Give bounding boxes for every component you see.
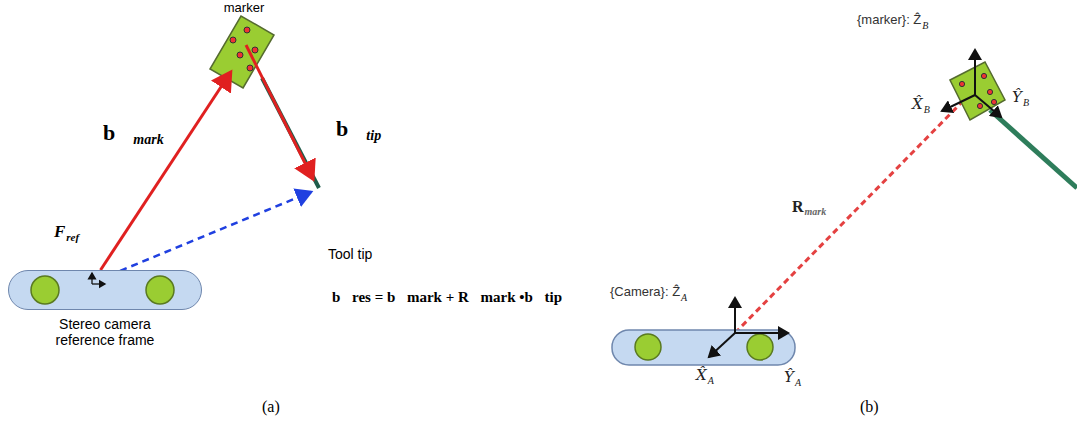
rotation-vector-stroke [735,98,966,333]
camera-axes-stroke [709,333,735,357]
axis-label: X̂ [912,95,923,113]
panel-label: (a) [262,398,280,416]
camera-bar-stroke [747,334,773,360]
equation: b⃗res = b⃗mark + R⃗mark •b⃗tip [332,289,562,306]
result-vector-stroke [98,192,311,280]
camera-axes [709,298,788,357]
marker-body-stroke [991,99,996,104]
camera-bar-box: Stereo camera reference frame [8,270,202,351]
marker-axes [942,50,1001,117]
marker-label: marker [204,0,284,15]
frame-axis-label: {marker}: Ẑ [857,12,921,27]
axis-subscript: A [708,375,714,386]
marker-body-stroke [247,65,253,71]
tool-shaft-stroke [262,78,319,188]
axis-subscript: B [1023,97,1029,108]
marker-body-stroke [210,16,274,88]
tool-shaft [990,110,1077,188]
frame-subscript: ref [66,231,79,243]
marker-body [210,16,274,88]
axis-subscript: A [681,292,687,303]
camera-axes-stroke [735,332,788,334]
marker-box: marker [204,0,284,72]
marker-axes-stroke [942,95,975,111]
marker-body-stroke [252,47,258,53]
vector-name: b⃗ [336,116,365,142]
rotation-subscript: mark [805,206,827,217]
vector-name: b⃗ [103,120,132,146]
axis-label: X̂ [696,366,707,384]
marker-body-stroke [950,62,1005,120]
marker-body [950,62,1005,120]
rotation-vector [735,98,966,333]
camera-lenses [8,270,202,310]
axis-label: Ŷ [784,368,794,386]
axis-label: Ŷ [1012,88,1022,106]
marker-body-stroke [987,89,992,94]
axis-subscript: A [795,377,801,388]
tool-shaft-stroke [990,110,1077,188]
panel-label: (b) [860,398,879,416]
camera-caption: Stereo camera reference frame [30,316,180,348]
axis-subscript: B [922,20,928,31]
point-label: Tool tip [328,246,372,262]
tip-vector [246,45,313,179]
frame-axis [91,273,92,284]
position-vector [101,72,231,270]
marker-body-stroke [230,37,236,43]
marker-body-stroke [244,27,250,33]
frame-name: F [54,222,65,242]
marker-body-stroke [981,73,986,78]
axis-subscript: B [924,104,930,115]
vector-subscript: mark [133,132,163,148]
camera-bar-stroke [635,334,661,360]
result-vector [98,192,311,280]
camera-bar [612,330,795,365]
camera-axes-stroke [734,298,736,333]
lens [31,276,59,304]
rotation-label: R [792,198,804,216]
frame-axis-label: {Camera}: Ẑ [610,284,680,299]
tool-shaft [262,78,319,188]
frame-axis [92,283,105,284]
camera-bar-stroke [612,330,795,365]
marker-axes-stroke [974,50,976,95]
tip-vector-stroke [246,45,313,179]
marker-body-stroke [977,103,982,108]
marker-axes-stroke [975,95,1001,117]
stereo-camera-bar [8,270,202,310]
lens [146,276,174,304]
marker-body-stroke [237,52,243,58]
marker-body-stroke [959,81,964,86]
vector-subscript: tip [366,128,381,144]
